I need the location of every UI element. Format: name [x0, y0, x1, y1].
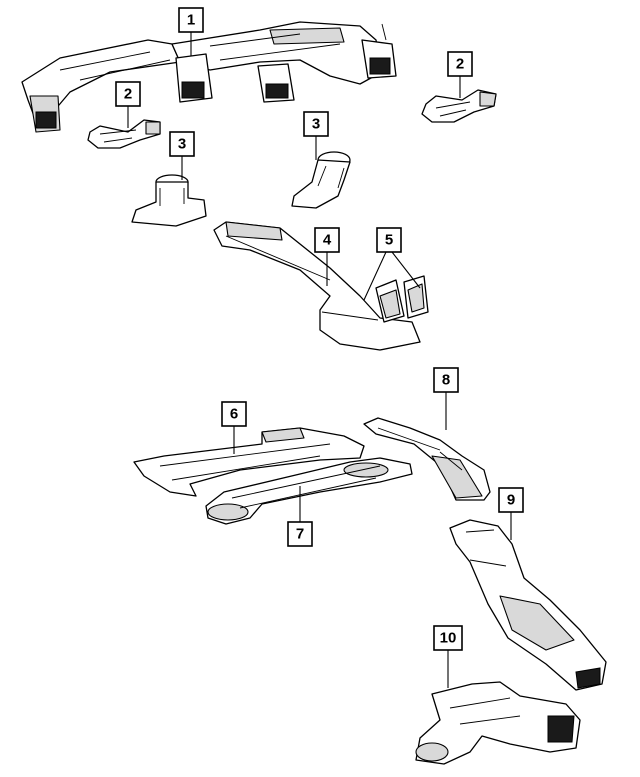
callout-4: 4: [314, 227, 340, 253]
callout-3a-label: 3: [178, 136, 186, 153]
callout-7-label: 7: [296, 526, 304, 543]
callout-9: 9: [498, 487, 524, 513]
callout-4-label: 4: [323, 232, 332, 249]
part-10-rear-floor-outlet: [415, 681, 581, 765]
callout-1: 1: [178, 7, 204, 33]
callout-3b-label: 3: [312, 116, 320, 133]
callout-3b: 3: [303, 111, 329, 137]
callout-10-label: 10: [440, 630, 457, 647]
part-1-panel-duct: [21, 21, 397, 133]
callout-leaders: [127, 32, 512, 688]
part-5-rear-outlets: [375, 275, 429, 323]
leader-5a: [363, 251, 387, 301]
callout-2b-label: 2: [456, 56, 464, 73]
callout-2a-label: 2: [124, 86, 132, 103]
part-9-side-duct-lower: [449, 519, 607, 691]
part-2-right-outlet-duct: [421, 89, 497, 123]
callout-5: 5: [376, 227, 402, 253]
callout-10: 10: [433, 625, 463, 651]
part-3-right-adapter: [291, 151, 351, 209]
callout-2b: 2: [447, 51, 473, 77]
part-6-rear-seat-duct: [133, 427, 365, 497]
callout-8-label: 8: [442, 372, 450, 389]
callout-6: 6: [221, 401, 247, 427]
callout-5-label: 5: [385, 232, 393, 249]
part-4-floor-duct: [213, 221, 421, 351]
callout-1-label: 1: [187, 12, 195, 29]
leader-5b: [391, 251, 421, 289]
callout-2a: 2: [115, 81, 141, 107]
part-8-side-duct-upper: [363, 417, 491, 501]
part-7-console-duct: [205, 457, 413, 525]
part-2-left-outlet-duct: [87, 119, 161, 149]
callout-6-label: 6: [230, 406, 238, 423]
callout-3a: 3: [169, 131, 195, 157]
callout-8: 8: [433, 367, 459, 393]
part-3-left-adapter: [131, 174, 207, 227]
callout-7: 7: [287, 521, 313, 547]
callout-9-label: 9: [507, 492, 515, 509]
